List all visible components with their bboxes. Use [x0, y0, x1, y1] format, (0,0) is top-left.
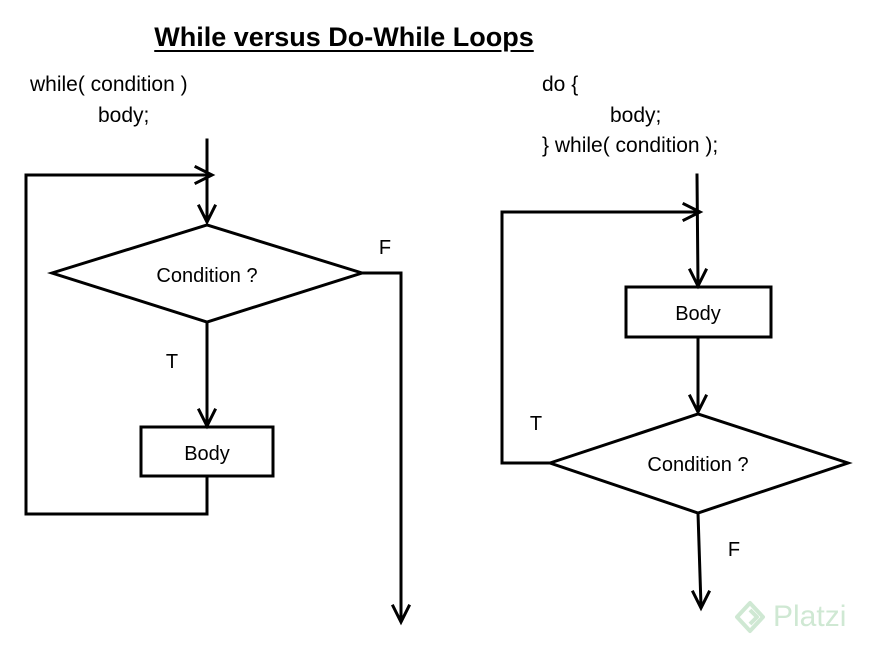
while-false-exit-line	[360, 271, 403, 622]
dowhile-code-line-3: } while( condition );	[542, 134, 719, 157]
platzi-logo-icon	[735, 601, 765, 633]
dowhile-false-exit-line	[696, 511, 703, 608]
platzi-watermark: Platzi	[733, 600, 846, 634]
dowhile-loop-back-line	[500, 210, 700, 465]
while-false-label: F	[379, 237, 391, 259]
dowhile-loop-arrowhead	[681, 201, 704, 223]
while-loop-back-line	[24, 173, 212, 516]
while-false-arrowhead	[390, 603, 412, 626]
platzi-logo-text: Platzi	[773, 600, 847, 633]
dowhile-false-label: F	[728, 539, 740, 561]
dowhile-condition-diamond	[545, 412, 853, 515]
dowhile-condition-label: Condition ?	[647, 454, 748, 476]
dowhile-true-label: T	[530, 413, 542, 435]
while-code-line-1: while( condition )	[30, 73, 188, 96]
dowhile-code-line-1: do {	[542, 73, 579, 96]
dowhile-body-label: Body	[675, 303, 721, 325]
page-title: While versus Do-While Loops	[154, 22, 534, 52]
while-true-label: T	[166, 351, 178, 373]
while-body-label: Body	[184, 443, 230, 465]
dowhile-entry-arrow-line	[695, 173, 700, 286]
dowhile-code-line-2: body;	[610, 104, 662, 127]
while-condition-label: Condition ?	[156, 265, 257, 287]
while-entry-arrowhead	[196, 203, 218, 226]
dowhile-body-arrowhead	[687, 393, 709, 416]
while-code-line-2: body;	[98, 104, 150, 127]
dowhile-false-arrowhead	[690, 589, 712, 612]
while-loop-arrowhead	[193, 164, 216, 186]
